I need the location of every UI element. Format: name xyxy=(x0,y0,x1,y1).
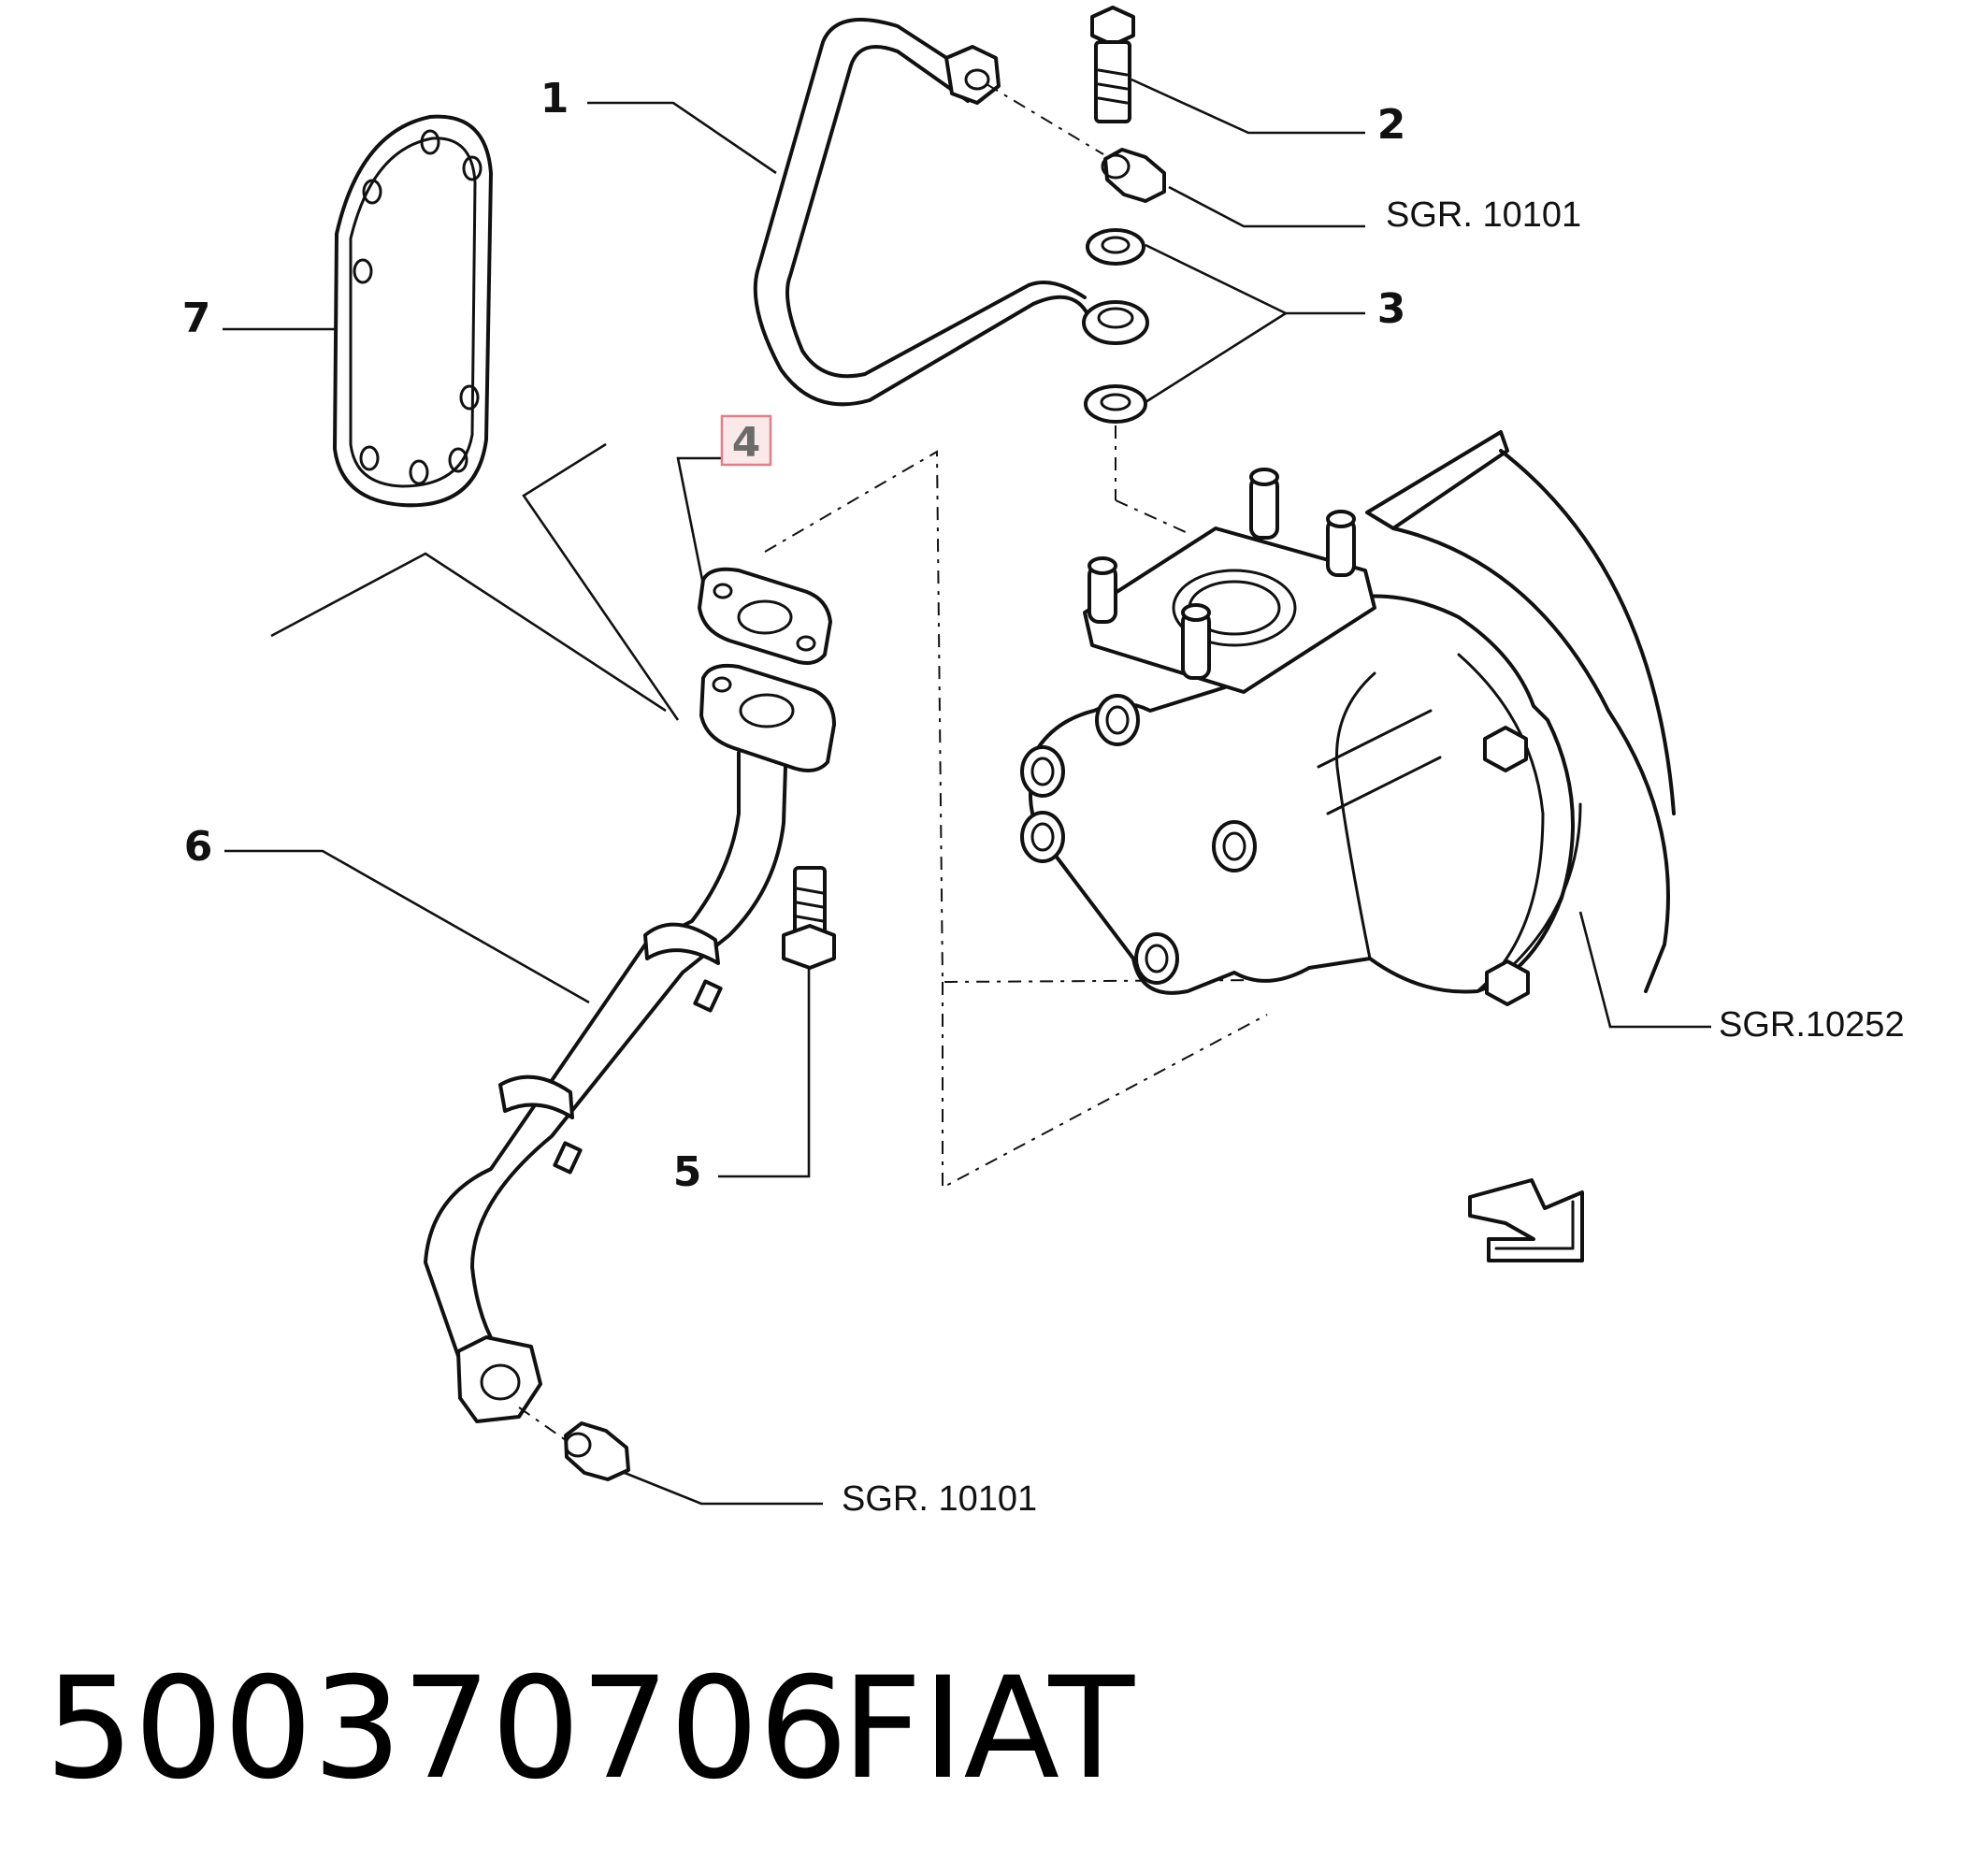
turbocharger-assembly[interactable] xyxy=(1020,430,1676,1006)
axis-top-bolt xyxy=(986,83,1104,155)
part-1-oil-feed-pipe[interactable] xyxy=(753,18,1149,407)
callout-1[interactable]: 1 xyxy=(540,75,569,123)
break-indicator-lines xyxy=(270,442,680,721)
footer-brand: FIAT xyxy=(842,1648,1135,1810)
axis-bottom-union xyxy=(518,1406,573,1446)
reference-sgr-10101-bottom[interactable]: SGR. 10101 xyxy=(842,1479,1037,1519)
leader-lines xyxy=(223,78,1711,1506)
part-5-stud-bolt[interactable] xyxy=(782,866,836,970)
direction-arrow-icon xyxy=(1468,1178,1584,1262)
callout-5[interactable]: 5 xyxy=(673,1148,702,1196)
callout-6[interactable]: 6 xyxy=(184,823,213,871)
footer-part-number: 500370706 xyxy=(45,1648,848,1810)
axis-gasket-frame-lower xyxy=(942,982,1268,1190)
callout-2[interactable]: 2 xyxy=(1377,101,1406,149)
reference-sgr-10101-top[interactable]: SGR. 10101 xyxy=(1386,195,1581,235)
callout-7[interactable]: 7 xyxy=(182,295,211,342)
part-2-banjo-bolt[interactable] xyxy=(1090,6,1135,123)
callout-4[interactable]: 4 xyxy=(732,419,761,467)
reference-sgr-10252[interactable]: SGR.10252 xyxy=(1719,1005,1905,1045)
part-4-gasket[interactable] xyxy=(698,567,832,665)
axis-turbo-inlet xyxy=(1115,499,1188,534)
part-6-oil-return-pipe[interactable] xyxy=(424,663,836,1423)
callout-3[interactable]: 3 xyxy=(1377,285,1406,333)
highlight-box xyxy=(720,414,772,467)
part-7-cover-plate[interactable] xyxy=(333,114,493,508)
part-3-washers[interactable] xyxy=(1084,228,1147,424)
union-fitting-top[interactable] xyxy=(1101,148,1166,203)
callout-4-highlight[interactable]: 4 xyxy=(720,414,772,467)
union-fitting-bottom[interactable] xyxy=(564,1421,630,1481)
